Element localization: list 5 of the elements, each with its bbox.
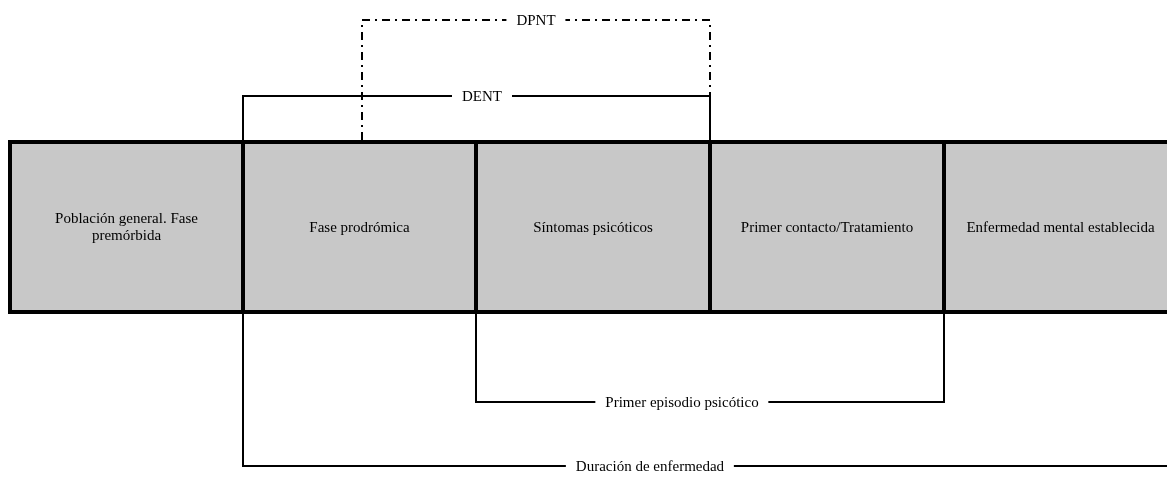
phase-label: Enfermedad mental establecida (965, 218, 1156, 236)
phase-label: Fase prodrómica (308, 218, 411, 236)
phase-label: Población general. Fase premórbida (54, 210, 199, 244)
phase-label: Primer contacto/Tratamiento (739, 218, 915, 236)
phase-label: Síntomas psicóticos (532, 218, 654, 236)
